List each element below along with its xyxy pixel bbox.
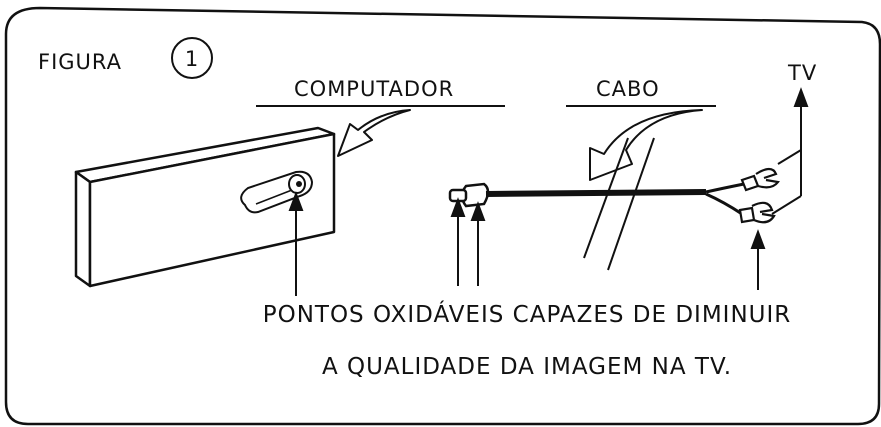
figure-label: FIGURA — [38, 50, 122, 74]
port-arrow — [288, 191, 304, 296]
computer-box — [74, 126, 336, 288]
plug-arrows — [450, 197, 486, 286]
tv-arrow — [793, 87, 809, 196]
video-port-slot-inner — [255, 189, 293, 205]
tv-label: TV — [787, 61, 817, 85]
caption-line-1: PONTOS OXIDÁVEIS CAPAZES DE DIMINUIR — [263, 300, 792, 328]
cable-diagonal-left — [583, 137, 629, 259]
computer-box-front — [74, 170, 92, 288]
cable-diagonal-right — [607, 137, 655, 271]
cable-plug — [448, 182, 490, 208]
caption-line-2: A QUALIDADE DA IMAGEM NA TV. — [322, 354, 732, 380]
terminal-arrow — [750, 229, 766, 290]
figure-number: 1 — [185, 47, 199, 71]
cable-pointer-arrow — [589, 109, 703, 181]
cable-label: CABO — [596, 77, 660, 101]
video-port — [240, 170, 314, 214]
computer-pointer-arrow — [337, 109, 411, 157]
computer-box-side — [88, 132, 336, 288]
figure-number-circle — [171, 37, 213, 79]
cable-lead-lower — [705, 192, 743, 216]
tv-lead-upper — [777, 149, 802, 165]
video-port-pin — [296, 181, 302, 187]
spade-terminal-lower — [738, 201, 776, 224]
cable — [485, 189, 707, 197]
spade-terminal-upper — [740, 167, 780, 192]
tv-lead-lower — [771, 195, 802, 215]
figure-frame — [4, 6, 881, 426]
computer-label: COMPUTADOR — [294, 77, 454, 101]
cable-lead-upper — [705, 182, 745, 194]
